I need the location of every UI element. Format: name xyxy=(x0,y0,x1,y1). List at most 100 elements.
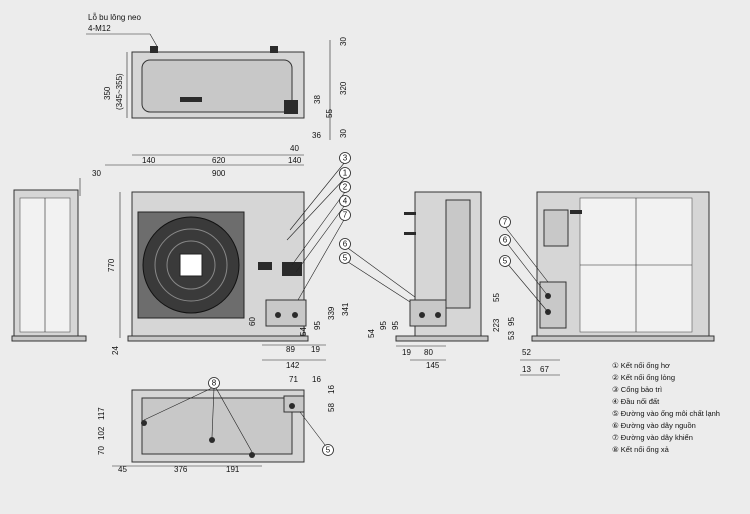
legend-item-2: ② Kết nối ống lỏng xyxy=(612,373,675,382)
leader-1 xyxy=(286,177,346,241)
rear-pipe-cover xyxy=(539,281,567,329)
drain-hole-1 xyxy=(141,420,147,426)
rear-panel xyxy=(543,209,569,247)
dim-36: 36 xyxy=(312,131,321,140)
legend-item-6: ⑥ Đường vào dây nguồn xyxy=(612,421,696,430)
bolt-tab-left xyxy=(150,46,158,53)
drain-hole-2 xyxy=(209,437,215,443)
top-view: Lỗ bu lông neo 4-M12 350 (345~355) 30 32… xyxy=(86,13,348,178)
fan-ring-2 xyxy=(166,240,216,290)
dim-30-top: 30 xyxy=(339,37,348,46)
dim-45: 45 xyxy=(118,465,127,474)
dim-58: 58 xyxy=(327,403,336,412)
bolt-spec-label: 4-M12 xyxy=(88,24,111,33)
rear-leader-7 xyxy=(505,227,549,283)
leader-7 xyxy=(297,217,346,301)
dim-376: 376 xyxy=(174,465,188,474)
callout-3-circle xyxy=(339,152,351,164)
dim-30-side: 30 xyxy=(92,169,101,178)
bolt-hole-label: Lỗ bu lông neo xyxy=(88,13,141,22)
rear-base xyxy=(531,335,715,342)
rear-callout-6-circle xyxy=(499,234,511,246)
dim-320: 320 xyxy=(339,81,348,95)
fan-ring-1 xyxy=(154,228,228,302)
left-side-base xyxy=(11,335,87,342)
callout-leaders xyxy=(286,161,439,321)
pipe-hole-2 xyxy=(292,312,298,318)
dim-620: 620 xyxy=(212,156,226,165)
leader-2 xyxy=(291,191,346,266)
dim-95-rear: 95 xyxy=(507,317,516,326)
dim-54: 54 xyxy=(299,327,308,336)
callout-1: 1 xyxy=(343,169,348,178)
dim-140-right: 140 xyxy=(288,156,302,165)
dim-140-left: 140 xyxy=(142,156,156,165)
callout-8: 8 xyxy=(212,379,217,388)
top-valves xyxy=(284,100,298,114)
dim-70: 70 xyxy=(97,446,106,455)
dim-19: 19 xyxy=(311,345,320,354)
bottom-view: 8 5 117 102 70 71 16 16 58 45 376 191 xyxy=(97,375,336,474)
drain-hole-3 xyxy=(249,452,255,458)
mid-pipe-hole-2 xyxy=(435,312,441,318)
mid-pipe-hole-1 xyxy=(419,312,425,318)
bottom-callout-5-circle xyxy=(322,444,334,456)
legend-item-3: ③ Cổng bảo trì xyxy=(612,385,662,394)
dim-95-mid-a: 95 xyxy=(379,321,388,330)
bottom-leader-5 xyxy=(299,411,326,446)
dim-24: 24 xyxy=(111,346,120,355)
dim-191: 191 xyxy=(226,465,240,474)
callout-6: 6 xyxy=(343,240,348,249)
legend: ① Kết nối ống hơ ② Kết nối ống lỏng ③ Cổ… xyxy=(612,361,720,454)
dim-40: 40 xyxy=(290,144,299,153)
rear-leader-6 xyxy=(505,241,549,297)
callout-3: 3 xyxy=(343,154,348,163)
drain-leader-3 xyxy=(215,387,253,453)
dim-19-mid: 19 xyxy=(402,348,411,357)
pipe-hole-1 xyxy=(275,312,281,318)
dim-67: 67 xyxy=(540,365,549,374)
drain-leader-1 xyxy=(143,387,213,421)
callout-2-circle xyxy=(339,181,351,193)
dim-71: 71 xyxy=(289,375,298,384)
dim-38: 38 xyxy=(313,95,322,104)
dim-145: 145 xyxy=(426,361,440,370)
dim-350: 350 xyxy=(103,86,112,100)
rear-callout-5-circle xyxy=(499,255,511,267)
dim-142: 142 xyxy=(286,361,300,370)
dim-55: 55 xyxy=(325,109,334,118)
dim-60: 60 xyxy=(248,317,257,326)
callout-6-circle xyxy=(339,238,351,250)
mid-base xyxy=(395,335,489,342)
leader-4 xyxy=(295,204,346,273)
top-fan-outline xyxy=(141,59,293,113)
dim-16-a: 16 xyxy=(312,375,321,384)
callout-1-circle xyxy=(339,167,351,179)
left-side-view: 30 xyxy=(11,169,101,342)
mid-bracket-bottom xyxy=(404,232,416,235)
callout-4: 4 xyxy=(343,197,348,206)
dim-345-355: (345~355) xyxy=(115,73,124,110)
dim-30-bottom: 30 xyxy=(339,129,348,138)
dim-16-b: 16 xyxy=(327,385,336,394)
bolt-leader-2 xyxy=(149,33,159,49)
mid-pipe-cover xyxy=(409,299,447,327)
front-valves xyxy=(282,262,302,276)
drain-leader-2 xyxy=(211,387,215,438)
legend-item-5: ⑤ Đường vào ống môi chất lạnh xyxy=(612,409,720,418)
dim-339: 339 xyxy=(327,306,336,320)
dim-223: 223 xyxy=(492,318,501,332)
dim-13: 13 xyxy=(522,365,531,374)
bottom-port-hole xyxy=(289,403,295,409)
legend-item-1: ① Kết nối ống hơ xyxy=(612,361,670,370)
top-logo xyxy=(180,97,202,102)
rear-callout-7-circle xyxy=(499,216,511,228)
callout-5: 5 xyxy=(343,254,348,263)
mid-bracket-top xyxy=(404,212,416,215)
dim-54-mid: 54 xyxy=(367,329,376,338)
callout-4-circle xyxy=(339,195,351,207)
callouts-front: 3 1 2 4 7 6 5 xyxy=(339,152,351,264)
dim-900: 900 xyxy=(212,169,226,178)
rear-view: 7 6 5 55 223 95 53 52 13 67 xyxy=(492,191,715,376)
